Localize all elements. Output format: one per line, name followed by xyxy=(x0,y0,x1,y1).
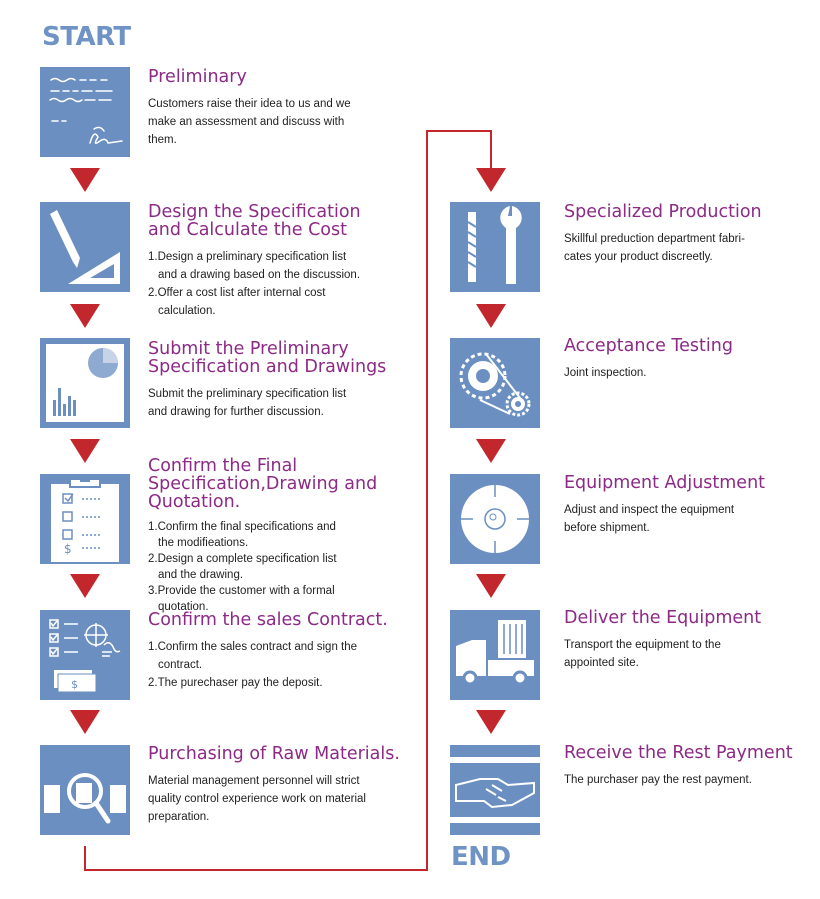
step-description: 1.Confirm the final specifications and t… xyxy=(148,521,337,613)
step-description: Joint inspection. xyxy=(564,367,647,379)
end-label: END xyxy=(451,842,511,872)
gear-chain-icon xyxy=(450,338,540,428)
chart-icon xyxy=(40,338,130,428)
step-description: Adjust and inspect the equipment before … xyxy=(564,504,735,534)
step-title: Confirm the Final Specification,Drawing … xyxy=(148,456,378,512)
step-title: Acceptance Testing xyxy=(564,336,733,356)
step-acceptance-testing: Acceptance Testing Joint inspection. xyxy=(564,337,809,382)
document-signature-icon xyxy=(40,67,130,157)
step-title: Purchasing of Raw Materials. xyxy=(148,744,400,764)
handshake-icon xyxy=(450,745,540,835)
svg-text:$: $ xyxy=(71,678,78,691)
step-deliver-equipment: Deliver the Equipment Transport the equi… xyxy=(564,609,809,672)
step-design-specification: Design the Specification and Calculate t… xyxy=(148,203,408,320)
step-description: Submit the preliminary specification lis… xyxy=(148,388,347,418)
magnifier-inspection-icon xyxy=(40,745,130,835)
step-preliminary: Preliminary Customers raise their idea t… xyxy=(148,68,408,149)
wrench-drill-icon xyxy=(450,202,540,292)
step-description: 1.Design a preliminary specification lis… xyxy=(148,251,361,317)
flow-arrow-7 xyxy=(476,304,506,328)
step-description: Skillful preduction department fabri- ca… xyxy=(564,233,745,263)
step-purchasing-materials: Purchasing of Raw Materials. Material ma… xyxy=(148,745,418,826)
step-title: Deliver the Equipment xyxy=(564,608,762,628)
step-description: 1.Confirm the sales contract and sign th… xyxy=(148,641,358,689)
clipboard-checklist-icon: $ xyxy=(40,474,130,564)
step-title: Specialized Production xyxy=(564,202,762,222)
step-confirm-final: Confirm the Final Specification,Drawing … xyxy=(148,457,408,616)
step-confirm-contract: Confirm the sales Contract. 1.Confirm th… xyxy=(148,611,408,692)
step-title: Preliminary xyxy=(148,67,247,87)
flow-arrow-6 xyxy=(476,168,506,192)
flow-arrow-4 xyxy=(70,574,100,598)
contract-money-icon: $ xyxy=(40,610,130,700)
step-submit-preliminary: Submit the Preliminary Specification and… xyxy=(148,340,408,421)
step-description: Material management personnel will stric… xyxy=(148,775,366,823)
svg-text:$: $ xyxy=(64,542,72,556)
flow-arrow-1 xyxy=(70,168,100,192)
step-title: Submit the Preliminary Specification and… xyxy=(148,339,387,377)
flow-arrow-3 xyxy=(70,439,100,463)
start-label: START xyxy=(42,22,131,52)
flow-arrow-2 xyxy=(70,304,100,328)
step-equipment-adjustment: Equipment Adjustment Adjust and inspect … xyxy=(564,474,809,537)
flow-arrow-9 xyxy=(476,574,506,598)
delivery-truck-icon xyxy=(450,610,540,700)
step-description: Transport the equipment to the appointed… xyxy=(564,639,721,669)
step-description: Customers raise their idea to us and we … xyxy=(148,98,351,146)
target-gauge-icon xyxy=(450,474,540,564)
pencil-ruler-icon xyxy=(40,202,130,292)
flow-arrow-10 xyxy=(476,710,506,734)
step-title: Confirm the sales Contract. xyxy=(148,610,388,630)
step-title: Equipment Adjustment xyxy=(564,473,766,493)
step-title: Design the Specification and Calculate t… xyxy=(148,202,361,240)
flow-arrow-5 xyxy=(70,710,100,734)
step-description: The purchaser pay the rest payment. xyxy=(564,774,752,786)
step-title: Receive the Rest Payment xyxy=(564,743,793,763)
step-specialized-production: Specialized Production Skillful preducti… xyxy=(564,203,809,266)
flow-arrow-8 xyxy=(476,439,506,463)
step-receive-payment: Receive the Rest Payment The purchaser p… xyxy=(564,744,809,789)
